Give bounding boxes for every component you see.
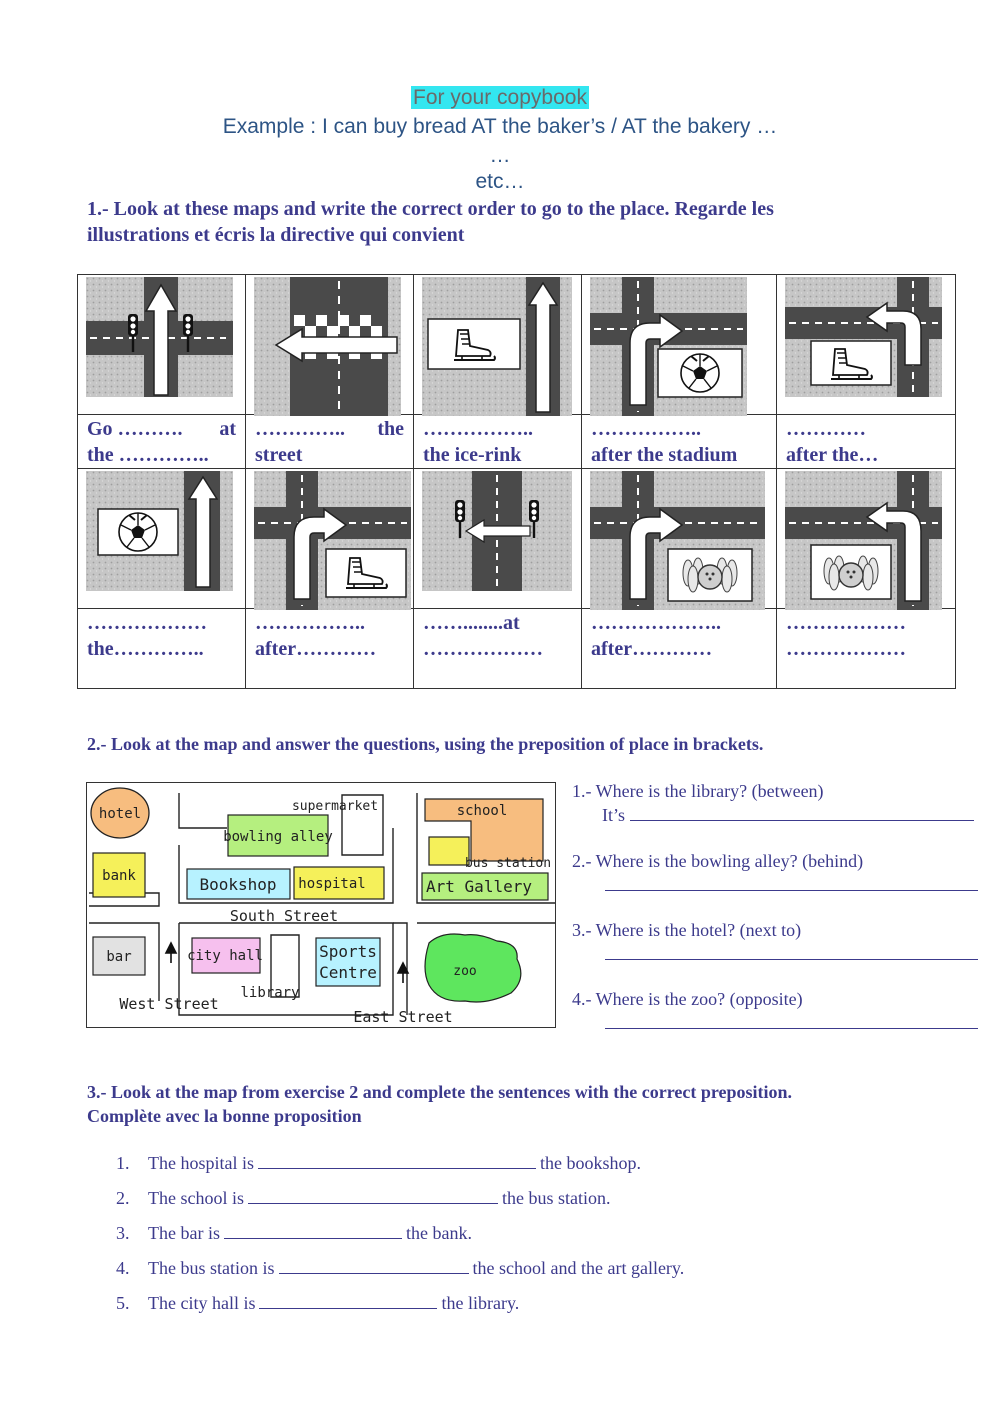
- map-label-bus-station: bus station: [465, 856, 551, 871]
- direction-picture-8: [413, 468, 582, 609]
- direction-picture-9: [581, 468, 777, 610]
- answer-line-4[interactable]: [605, 1012, 978, 1029]
- sports-centre-marker: [315, 937, 381, 987]
- direction-picture-1: [77, 274, 246, 415]
- bank-marker: [92, 852, 146, 898]
- question-4: 4.- Where is the zoo? (opposite): [572, 987, 978, 1035]
- town-map: hotel bank supermarket bowling alley Boo…: [86, 782, 556, 1028]
- question-1: 1.- Where is the library? (between) It’s: [572, 779, 974, 827]
- exercise2-instruction: 2.- Look at the map and answer the quest…: [87, 734, 764, 754]
- bowling-alley-marker: [227, 814, 329, 857]
- copybook-highlight: For your copybook: [411, 86, 589, 109]
- map-label-sports1: Sports: [319, 942, 377, 961]
- traffic-lights-straight-icon: [86, 277, 233, 397]
- hospital-marker: [293, 866, 385, 900]
- map-label-east-street: East Street: [353, 1008, 452, 1026]
- direction-picture-4: [581, 274, 777, 416]
- direction-picture-3: [413, 274, 582, 416]
- west-arrow-icon: [164, 941, 178, 963]
- sentence-blank-2[interactable]: [248, 1185, 498, 1204]
- map-label-bowling: bowling alley: [223, 829, 333, 845]
- direction-picture-10: [776, 468, 956, 610]
- sentence-blank-4[interactable]: [278, 1255, 469, 1274]
- hotel-marker: [90, 787, 150, 839]
- example-sentence: Example : I can buy bread AT the baker’s…: [222, 115, 778, 138]
- bus-station-marker: [428, 836, 470, 866]
- map-label-art-gallery: Art Gallery: [426, 877, 532, 896]
- sentence-blank-3[interactable]: [223, 1220, 402, 1239]
- direction-caption-5: ………… after the…: [776, 414, 956, 469]
- direction-picture-6: [77, 468, 246, 609]
- direction-caption-8: ……........at ………………: [413, 608, 582, 689]
- traffic-lights-cross-icon: [422, 471, 572, 591]
- example-dots: …: [489, 144, 511, 167]
- map-label-supermarket: supermarket: [292, 799, 378, 814]
- direction-picture-7: [245, 468, 414, 610]
- sentence-blank-1[interactable]: [258, 1150, 536, 1169]
- map-label-bookshop: Bookshop: [199, 875, 276, 894]
- map-label-south-street: South Street: [230, 907, 338, 925]
- answer-line-2[interactable]: [605, 874, 978, 891]
- map-label-zoo: zoo: [453, 964, 476, 979]
- direction-caption-3: …………….. the ice-rink: [413, 414, 582, 469]
- zoo-marker: [424, 933, 522, 1003]
- bowling-turn-left-icon: [785, 471, 942, 610]
- map-label-city-hall: city hall: [187, 948, 263, 964]
- direction-picture-5: [776, 274, 956, 415]
- exercise1-instruction-line1: 1.- Look at these maps and write the cor…: [87, 198, 774, 220]
- direction-caption-1: Go ……….at the …………..: [77, 414, 246, 469]
- exercise1-instruction-line2: illustrations et écris la directive qui …: [87, 224, 465, 246]
- bookshop-marker: [186, 868, 291, 900]
- direction-caption-10: ……………… ………………: [776, 608, 956, 689]
- exercise1-instruction: 1.- Look at these maps and write the cor…: [87, 196, 917, 248]
- question-2: 2.- Where is the bowling alley? (behind): [572, 849, 978, 897]
- question-3: 3.- Where is the hotel? (next to): [572, 918, 978, 966]
- copybook-heading: For your copybook: [0, 86, 1000, 110]
- map-label-hotel: hotel: [99, 806, 141, 822]
- map-label-sports2: Centre: [319, 963, 377, 982]
- stadium-turn-right-icon: [590, 277, 747, 416]
- answer-line-3[interactable]: [605, 943, 978, 960]
- crosswalk-cross-icon: [254, 277, 401, 416]
- answer-line-1[interactable]: [629, 820, 974, 821]
- directions-table: Go ……….at the ………….. …………..the street ………: [77, 274, 956, 689]
- direction-caption-4: …………….. after the stadium: [581, 414, 777, 469]
- map-label-library: library: [240, 985, 299, 1001]
- direction-caption-7: …………….. after…………: [245, 608, 414, 689]
- town-map-drawing: hotel bank supermarket bowling alley Boo…: [89, 787, 555, 1026]
- map-label-bank: bank: [102, 868, 136, 884]
- ice-rink-straight-icon: [422, 277, 572, 416]
- direction-caption-2: …………..the street: [245, 414, 414, 469]
- bar-marker: [92, 936, 146, 976]
- sentence-blank-5[interactable]: [259, 1290, 438, 1309]
- direction-caption-9: ……………….. after…………: [581, 608, 777, 689]
- school-marker: [424, 798, 544, 862]
- map-label-school: school: [457, 803, 508, 819]
- map-label-west-street: West Street: [119, 995, 218, 1013]
- art-gallery-marker: [421, 872, 549, 901]
- map-label-hospital: hospital: [298, 876, 365, 892]
- map-label-bar: bar: [106, 949, 131, 965]
- city-hall-marker: [191, 937, 261, 974]
- stadium-straight-icon: [86, 471, 233, 591]
- bowling-turn-right-icon: [590, 471, 765, 610]
- ice-rink-turn-left-icon: [785, 277, 942, 397]
- ice-rink-turn-right-icon: [254, 471, 411, 610]
- exercise3-instruction: 3.- Look at the map from exercise 2 and …: [87, 1082, 793, 1126]
- direction-picture-2: [245, 274, 414, 416]
- direction-caption-6: ……………… the…………..: [77, 608, 246, 689]
- example-etc: etc…: [475, 170, 525, 193]
- east-arrow-icon: [396, 961, 410, 983]
